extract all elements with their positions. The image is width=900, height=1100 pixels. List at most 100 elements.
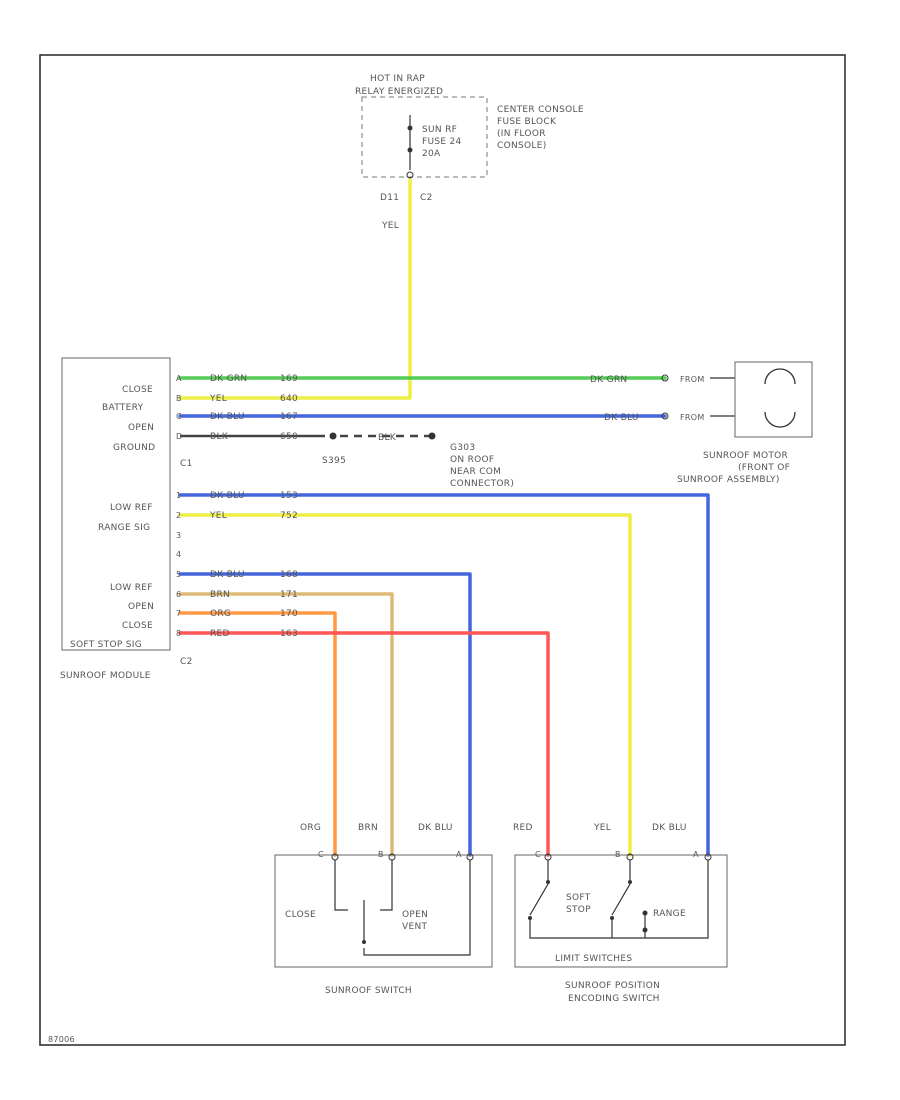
fuse-label-2: FUSE 24 <box>422 137 462 147</box>
ground-name-2: ON ROOF <box>450 455 494 465</box>
limit-switch-2-pivot <box>610 916 614 920</box>
fuse-pin-left: D11 <box>380 193 399 203</box>
fuse-rating: 20A <box>422 149 441 159</box>
module-label-ground: GROUND <box>113 443 155 453</box>
pos-wire-label-yel: YEL <box>593 823 611 833</box>
c2-wire-color-7: ORG <box>210 609 231 619</box>
switch-label-close: CLOSE <box>285 910 316 920</box>
fuse-block-name-3: (IN FLOOR <box>497 129 546 139</box>
switch-wire-label-org: ORG <box>300 823 321 833</box>
module-label-soft-stop: SOFT STOP SIG <box>70 640 142 650</box>
fuse-block-header-2: RELAY ENERGIZED <box>355 87 443 97</box>
wire-yel-range-sig <box>178 513 632 857</box>
c2-wire-labels: 1 DK BLU 153 2 YEL 752 3 4 5 DK BLU 168 … <box>176 491 298 639</box>
c2-circuit-5: 168 <box>280 570 298 580</box>
limit-switch-1-pivot <box>528 916 532 920</box>
switch-wire-label-dk-blu: DK BLU <box>418 823 453 833</box>
limit-switch-1-blade <box>529 883 549 916</box>
c2-wire-color-6: BRN <box>210 590 230 600</box>
motor-wire-blue-label: DK BLU <box>604 413 639 423</box>
fuse-terminal-top <box>407 125 413 131</box>
pos-label-range: RANGE <box>653 909 686 919</box>
module-label-low-ref-2: LOW REF <box>110 583 153 593</box>
motor-symbol-top <box>764 368 796 385</box>
c1-wire-color-d: BLK <box>210 432 229 442</box>
c2-pin-7: 7 <box>176 609 181 618</box>
motor-name-2: (FRONT OF <box>738 463 790 473</box>
sunroof-module: CLOSE BATTERY OPEN GROUND C1 LOW REF RAN… <box>60 357 193 681</box>
c2-circuit-1: 153 <box>280 491 298 501</box>
ground-name-3: NEAR COM <box>450 467 501 477</box>
sunroof-switch: ORG BRN DK BLU C B A CLOSE OPEN VENT SUN… <box>274 823 493 996</box>
wire-red-soft-stop <box>178 631 550 857</box>
c2-circuit-2: 752 <box>280 511 298 521</box>
fuse-block: HOT IN RAP RELAY ENERGIZED SUN RF FUSE 2… <box>355 74 584 231</box>
c2-pin-3: 3 <box>176 531 181 540</box>
position-switch-name-2: ENCODING SWITCH <box>568 994 660 1004</box>
module-connector-c2: C2 <box>180 657 193 667</box>
sunroof-motor: DK GRN DK BLU FROM FROM SUNROOF MOTOR (F… <box>590 361 813 485</box>
fuse-block-name-4: CONSOLE) <box>497 141 547 151</box>
splice-dot <box>329 432 337 440</box>
position-switch-name-1: SUNROOF POSITION <box>565 981 660 991</box>
ground-wire-label: BLK <box>378 433 397 443</box>
pos-label-limit-switches: LIMIT SWITCHES <box>555 954 632 964</box>
pos-wire-label-red: RED <box>513 823 533 833</box>
motor-name-1: SUNROOF MOTOR <box>703 451 788 461</box>
module-label-close: CLOSE <box>122 385 153 395</box>
c2-pin-6: 6 <box>176 590 181 599</box>
c2-circuit-8: 163 <box>280 629 298 639</box>
c2-pin-1: 1 <box>176 491 181 500</box>
splice-label: S395 <box>322 456 346 466</box>
c2-wire-color-8: RED <box>210 629 230 639</box>
module-label-open: OPEN <box>128 423 154 433</box>
c1-wire-labels: A DK GRN 169 B YEL 640 C DK BLU 167 D BL… <box>176 374 298 442</box>
motor-connector-top: FROM <box>680 375 705 384</box>
fuse-block-header-1: HOT IN RAP <box>370 74 425 84</box>
c2-circuit-7: 170 <box>280 609 298 619</box>
c2-circuit-6: 171 <box>280 590 298 600</box>
c2-pin-8: 8 <box>176 629 181 638</box>
module-connector-c1: C1 <box>180 459 193 469</box>
fuse-pin-right: C2 <box>420 193 433 203</box>
wire-yel-battery <box>178 178 412 400</box>
switch-contact-close <box>334 860 348 911</box>
fuse-block-pin <box>406 171 414 179</box>
c1-pin-a: A <box>176 374 182 383</box>
c2-wire-color-5: DK BLU <box>210 570 245 580</box>
wire-dk-blu-low-ref-2 <box>178 572 472 857</box>
ground-name-1: G303 <box>450 443 475 453</box>
ground-name-4: CONNECTOR) <box>450 479 514 489</box>
motor-connector-bottom: FROM <box>680 413 705 422</box>
wire-org-close <box>178 611 337 857</box>
c2-pin-2: 2 <box>176 511 181 520</box>
diagram-code: 87006 <box>48 1035 75 1044</box>
fuse-wire-color: YEL <box>381 221 399 231</box>
switch-contact-open <box>380 860 393 911</box>
sunroof-module-name: SUNROOF MODULE <box>60 671 151 681</box>
c2-wire-color-1: DK BLU <box>210 491 245 501</box>
motor-wire-green-label: DK GRN <box>590 375 627 385</box>
switch-label-vent: VENT <box>402 922 427 932</box>
switch-wire-label-brn: BRN <box>358 823 378 833</box>
fuse-block-outline <box>361 96 488 178</box>
c1-circuit-b: 640 <box>280 394 298 404</box>
c1-pin-b: B <box>176 394 182 403</box>
wire-brn-open <box>178 592 394 857</box>
motor-pin-bottom <box>661 412 669 420</box>
fuse-label-1: SUN RF <box>422 125 457 135</box>
c2-wire-color-2: YEL <box>209 511 227 521</box>
c2-pin-4: 4 <box>176 550 181 559</box>
c1-circuit-c: 167 <box>280 412 298 422</box>
module-label-range-sig: RANGE SIG <box>98 523 150 533</box>
limit-switch-common <box>529 860 709 939</box>
wires <box>178 178 710 857</box>
c1-pin-c: C <box>176 412 182 421</box>
limit-switch-2-contact <box>628 880 632 884</box>
fuse-terminal-bottom <box>407 147 413 153</box>
switch-pivot <box>362 940 366 944</box>
sunroof-switch-box <box>274 854 493 968</box>
pos-wire-label-dk-blu: DK BLU <box>652 823 687 833</box>
motor-symbol-bottom <box>764 411 796 428</box>
